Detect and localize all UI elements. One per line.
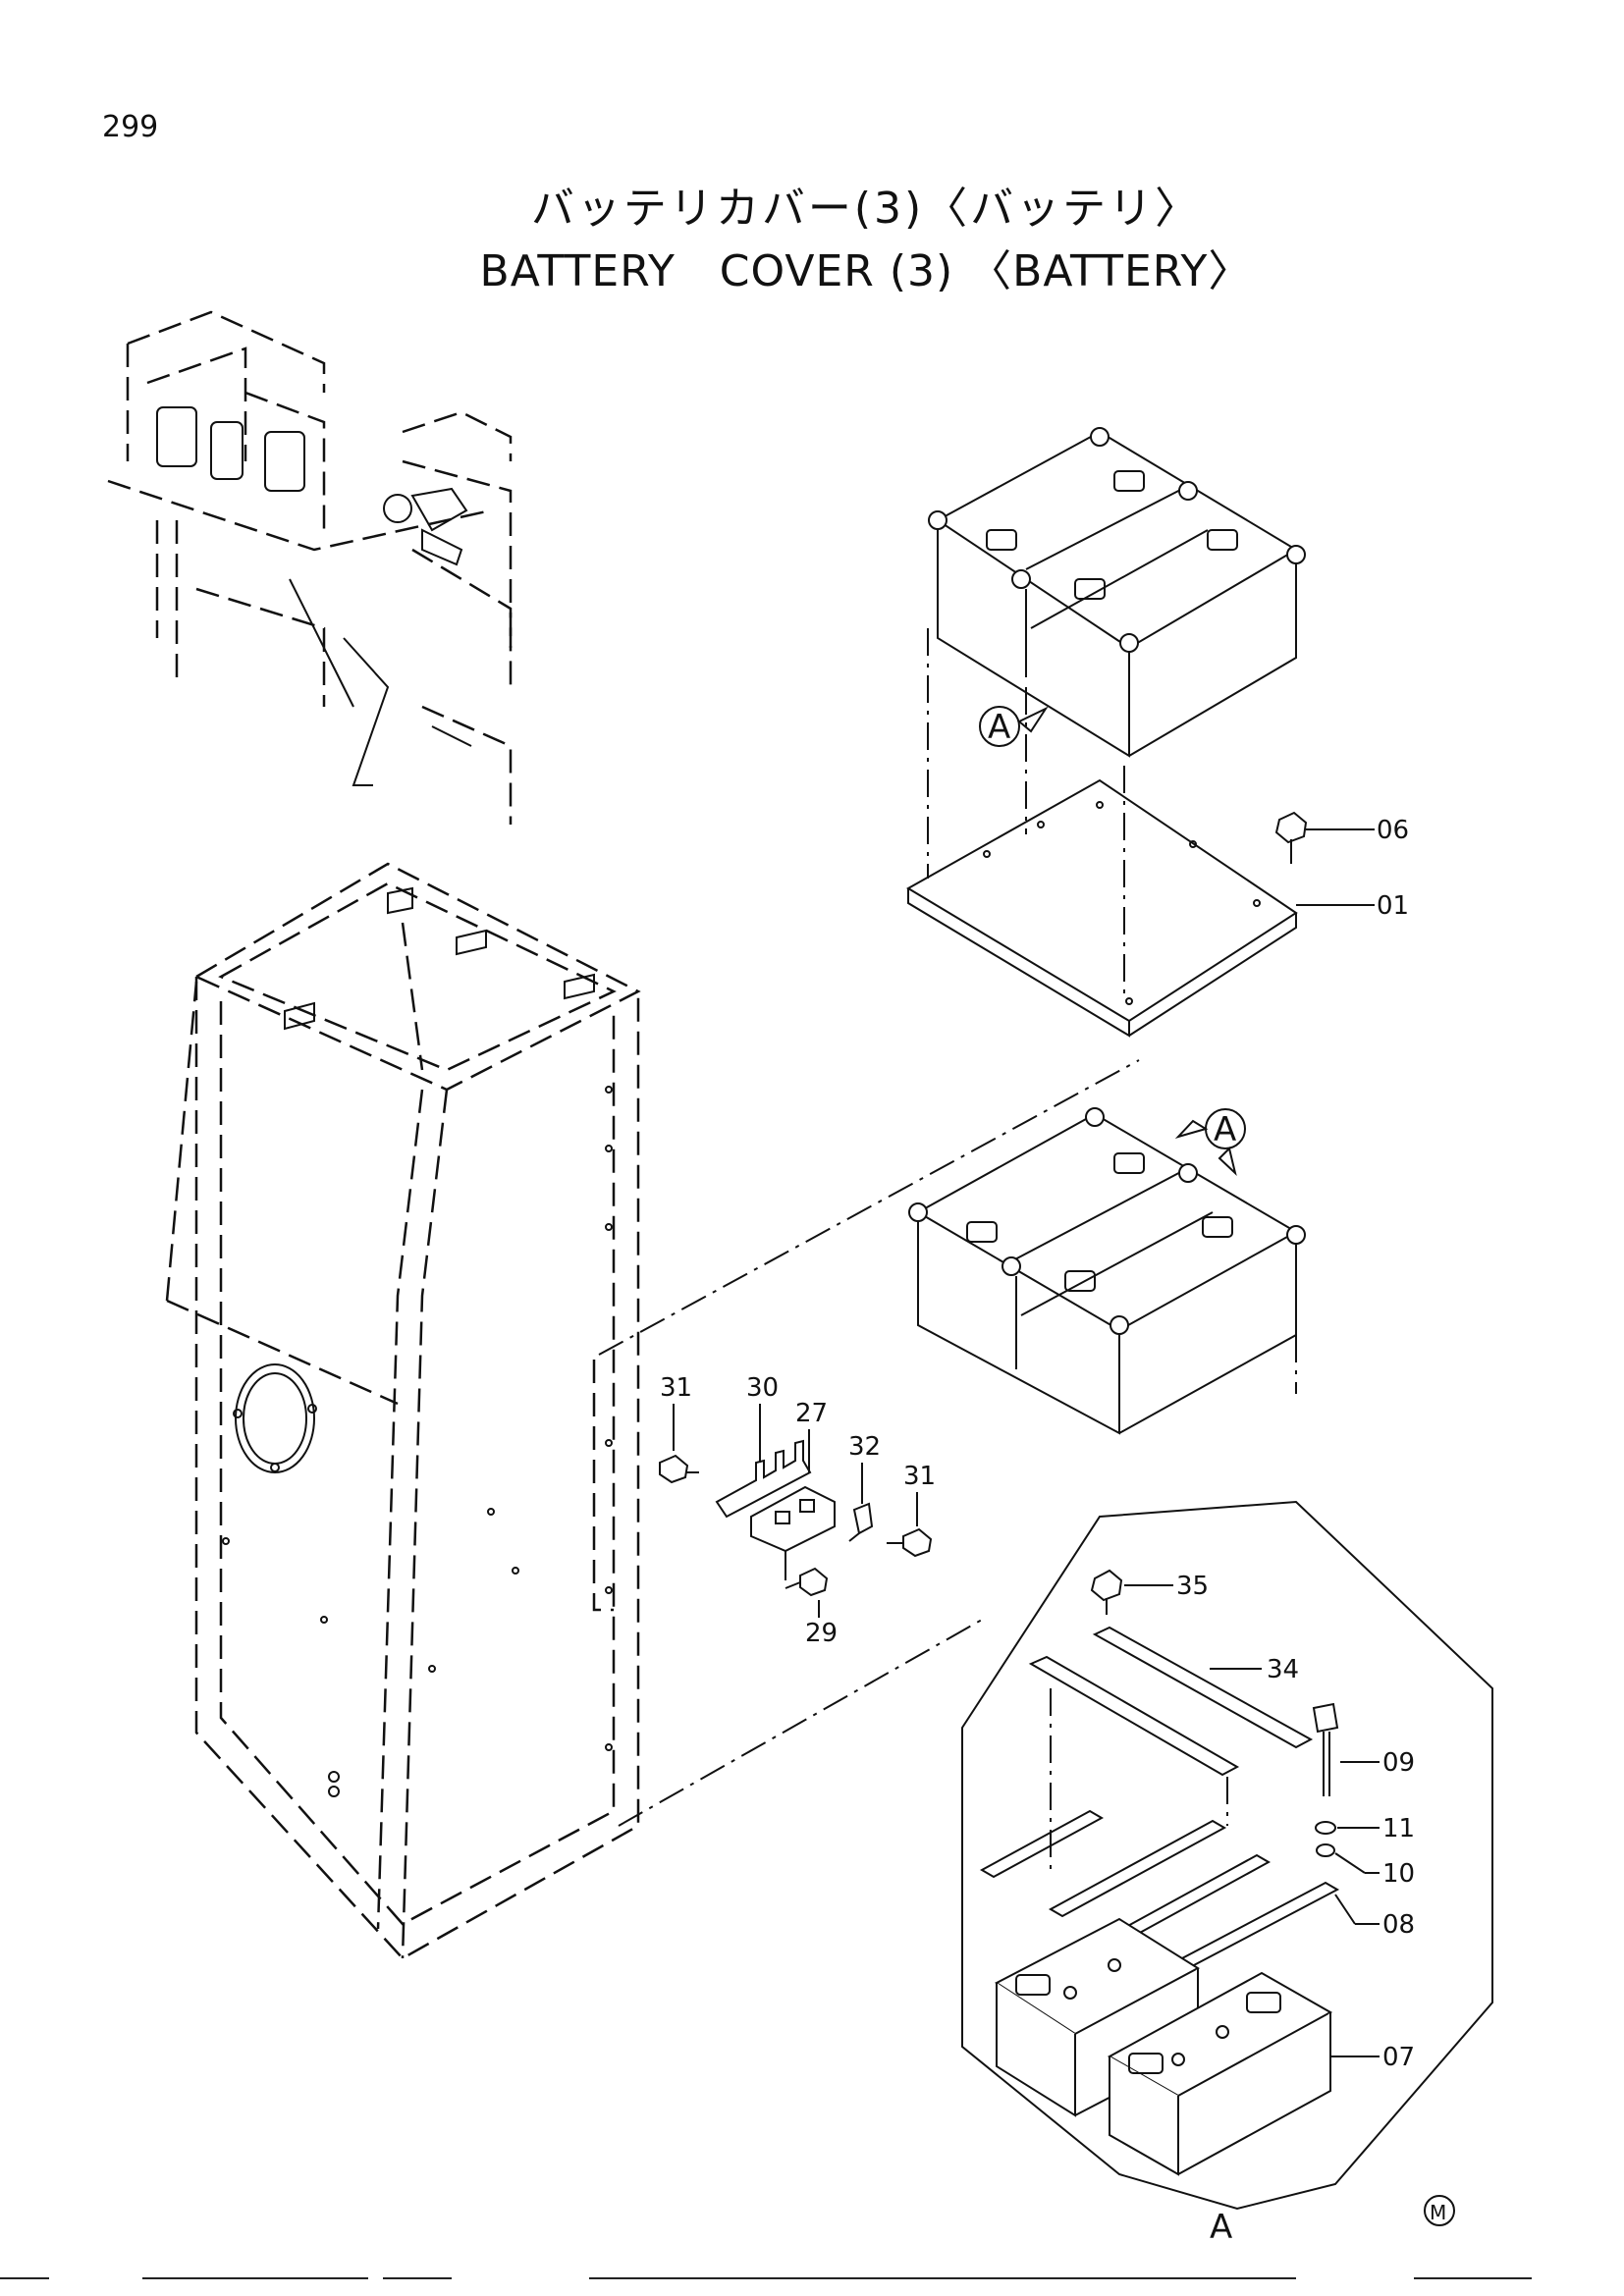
detail-view-a: A <box>961 1500 1493 2247</box>
footer-rule <box>383 2277 452 2279</box>
part-callout: 30 <box>746 1373 779 1403</box>
part-callout: 08 <box>1382 1910 1415 1940</box>
part-callout: 01 <box>1377 891 1409 921</box>
view-marker-a-upper: A <box>979 706 1049 747</box>
part-callout: 34 <box>1267 1655 1299 1684</box>
part-callout: 10 <box>1382 1859 1415 1889</box>
footer-rule <box>589 2277 1296 2279</box>
m-mark-symbol: M <box>1424 2195 1455 2226</box>
title-english: BATTERY COVER (3) 〈BATTERY〉 <box>479 246 1253 296</box>
part-callout: 06 <box>1377 816 1409 845</box>
terminal-parts <box>659 1439 933 1597</box>
footer-rule <box>142 2277 368 2279</box>
bolt-06 <box>1274 811 1375 864</box>
marker-letter: A <box>1214 1110 1236 1149</box>
machine-overview <box>107 310 513 825</box>
battery-tray <box>906 628 1298 1038</box>
battery-assembly-lower <box>908 1107 1306 1435</box>
m-mark-letter: M <box>1430 2201 1446 2224</box>
part-callout: 29 <box>805 1619 838 1648</box>
view-marker-a-lower: A <box>1174 1108 1246 1177</box>
part-callout: 09 <box>1382 1748 1415 1778</box>
battery-assembly-upper <box>928 427 1306 758</box>
part-callout: 07 <box>1382 2043 1415 2072</box>
part-callout: 31 <box>660 1373 692 1403</box>
marker-letter: A <box>988 708 1010 747</box>
part-callout: 11 <box>1382 1814 1415 1843</box>
detail-label: A <box>1210 2208 1232 2247</box>
part-callout: 31 <box>903 1462 936 1491</box>
part-callout: 32 <box>848 1432 881 1462</box>
part-callout: 27 <box>795 1399 828 1428</box>
battery-cover-frame <box>165 862 641 1960</box>
title-japanese: バッテリカバー(3)〈バッテリ〉 <box>530 184 1202 234</box>
footer-rule <box>1414 2277 1532 2279</box>
footer-rule <box>0 2277 49 2279</box>
part-callout: 35 <box>1176 1572 1209 1601</box>
page-number: 299 <box>102 110 159 144</box>
